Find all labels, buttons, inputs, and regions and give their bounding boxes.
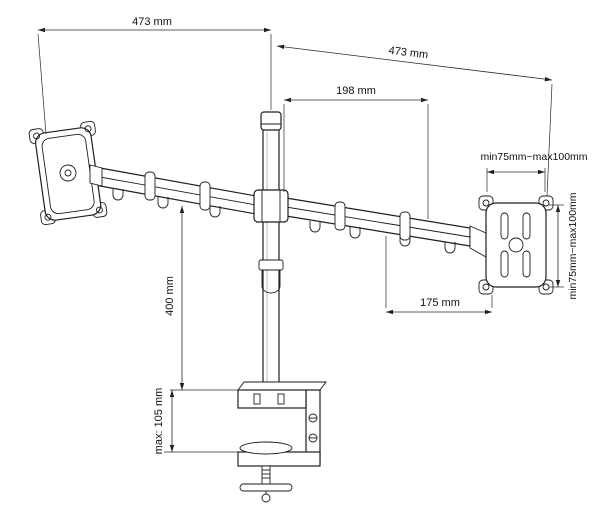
clamp-screw (239, 465, 293, 503)
dim-clamp-opening-label: max: 105 mm (153, 388, 165, 455)
dim-left-span: 473 mm (37, 16, 272, 135)
dim-vesa-width-label: min75mm~max100mm (480, 151, 587, 163)
dim-left-span-label: 473 mm (132, 16, 172, 28)
dim-arm-offset-label: 198 mm (336, 85, 376, 97)
mount-drawing (28, 111, 554, 503)
left-arm (99, 167, 257, 218)
pole-arm-hub (253, 189, 289, 223)
dim-right-span-label: 473 mm (388, 45, 429, 62)
clamp-screw-handle (239, 483, 293, 492)
dim-vesa-height: min75mm~max100mm (549, 192, 579, 300)
desk-clamp (237, 381, 327, 503)
clamp-lower-jaw (237, 451, 321, 467)
pole (253, 111, 289, 385)
right-vesa-plate (478, 195, 554, 295)
right-arm-cable-clips (309, 221, 456, 254)
right-arm (285, 197, 487, 258)
clamp-pad (239, 441, 293, 455)
left-vesa-plate (28, 120, 108, 226)
pole-cable-holder (258, 259, 284, 294)
dim-arm-reach: 175 mm (385, 236, 493, 315)
dim-clamp-opening: max: 105 mm (153, 388, 238, 455)
dim-pole-height-label: 400 mm (164, 276, 176, 316)
dim-right-span: 473 mm (276, 44, 553, 197)
left-arm-cable-clips (112, 189, 221, 218)
dim-arm-offset: 198 mm (283, 85, 429, 219)
dim-vesa-width: min75mm~max100mm (480, 151, 588, 192)
dim-arm-reach-label: 175 mm (420, 297, 460, 309)
left-vesa-connector (89, 164, 103, 187)
dim-pole-height: 400 mm (164, 206, 242, 391)
right-vesa-connector (469, 225, 487, 258)
dimension-annotations: 473 mm 473 mm 198 mm min75mm~max100mm (37, 16, 588, 455)
dim-vesa-height-label: min75mm~max100mm (567, 192, 579, 299)
